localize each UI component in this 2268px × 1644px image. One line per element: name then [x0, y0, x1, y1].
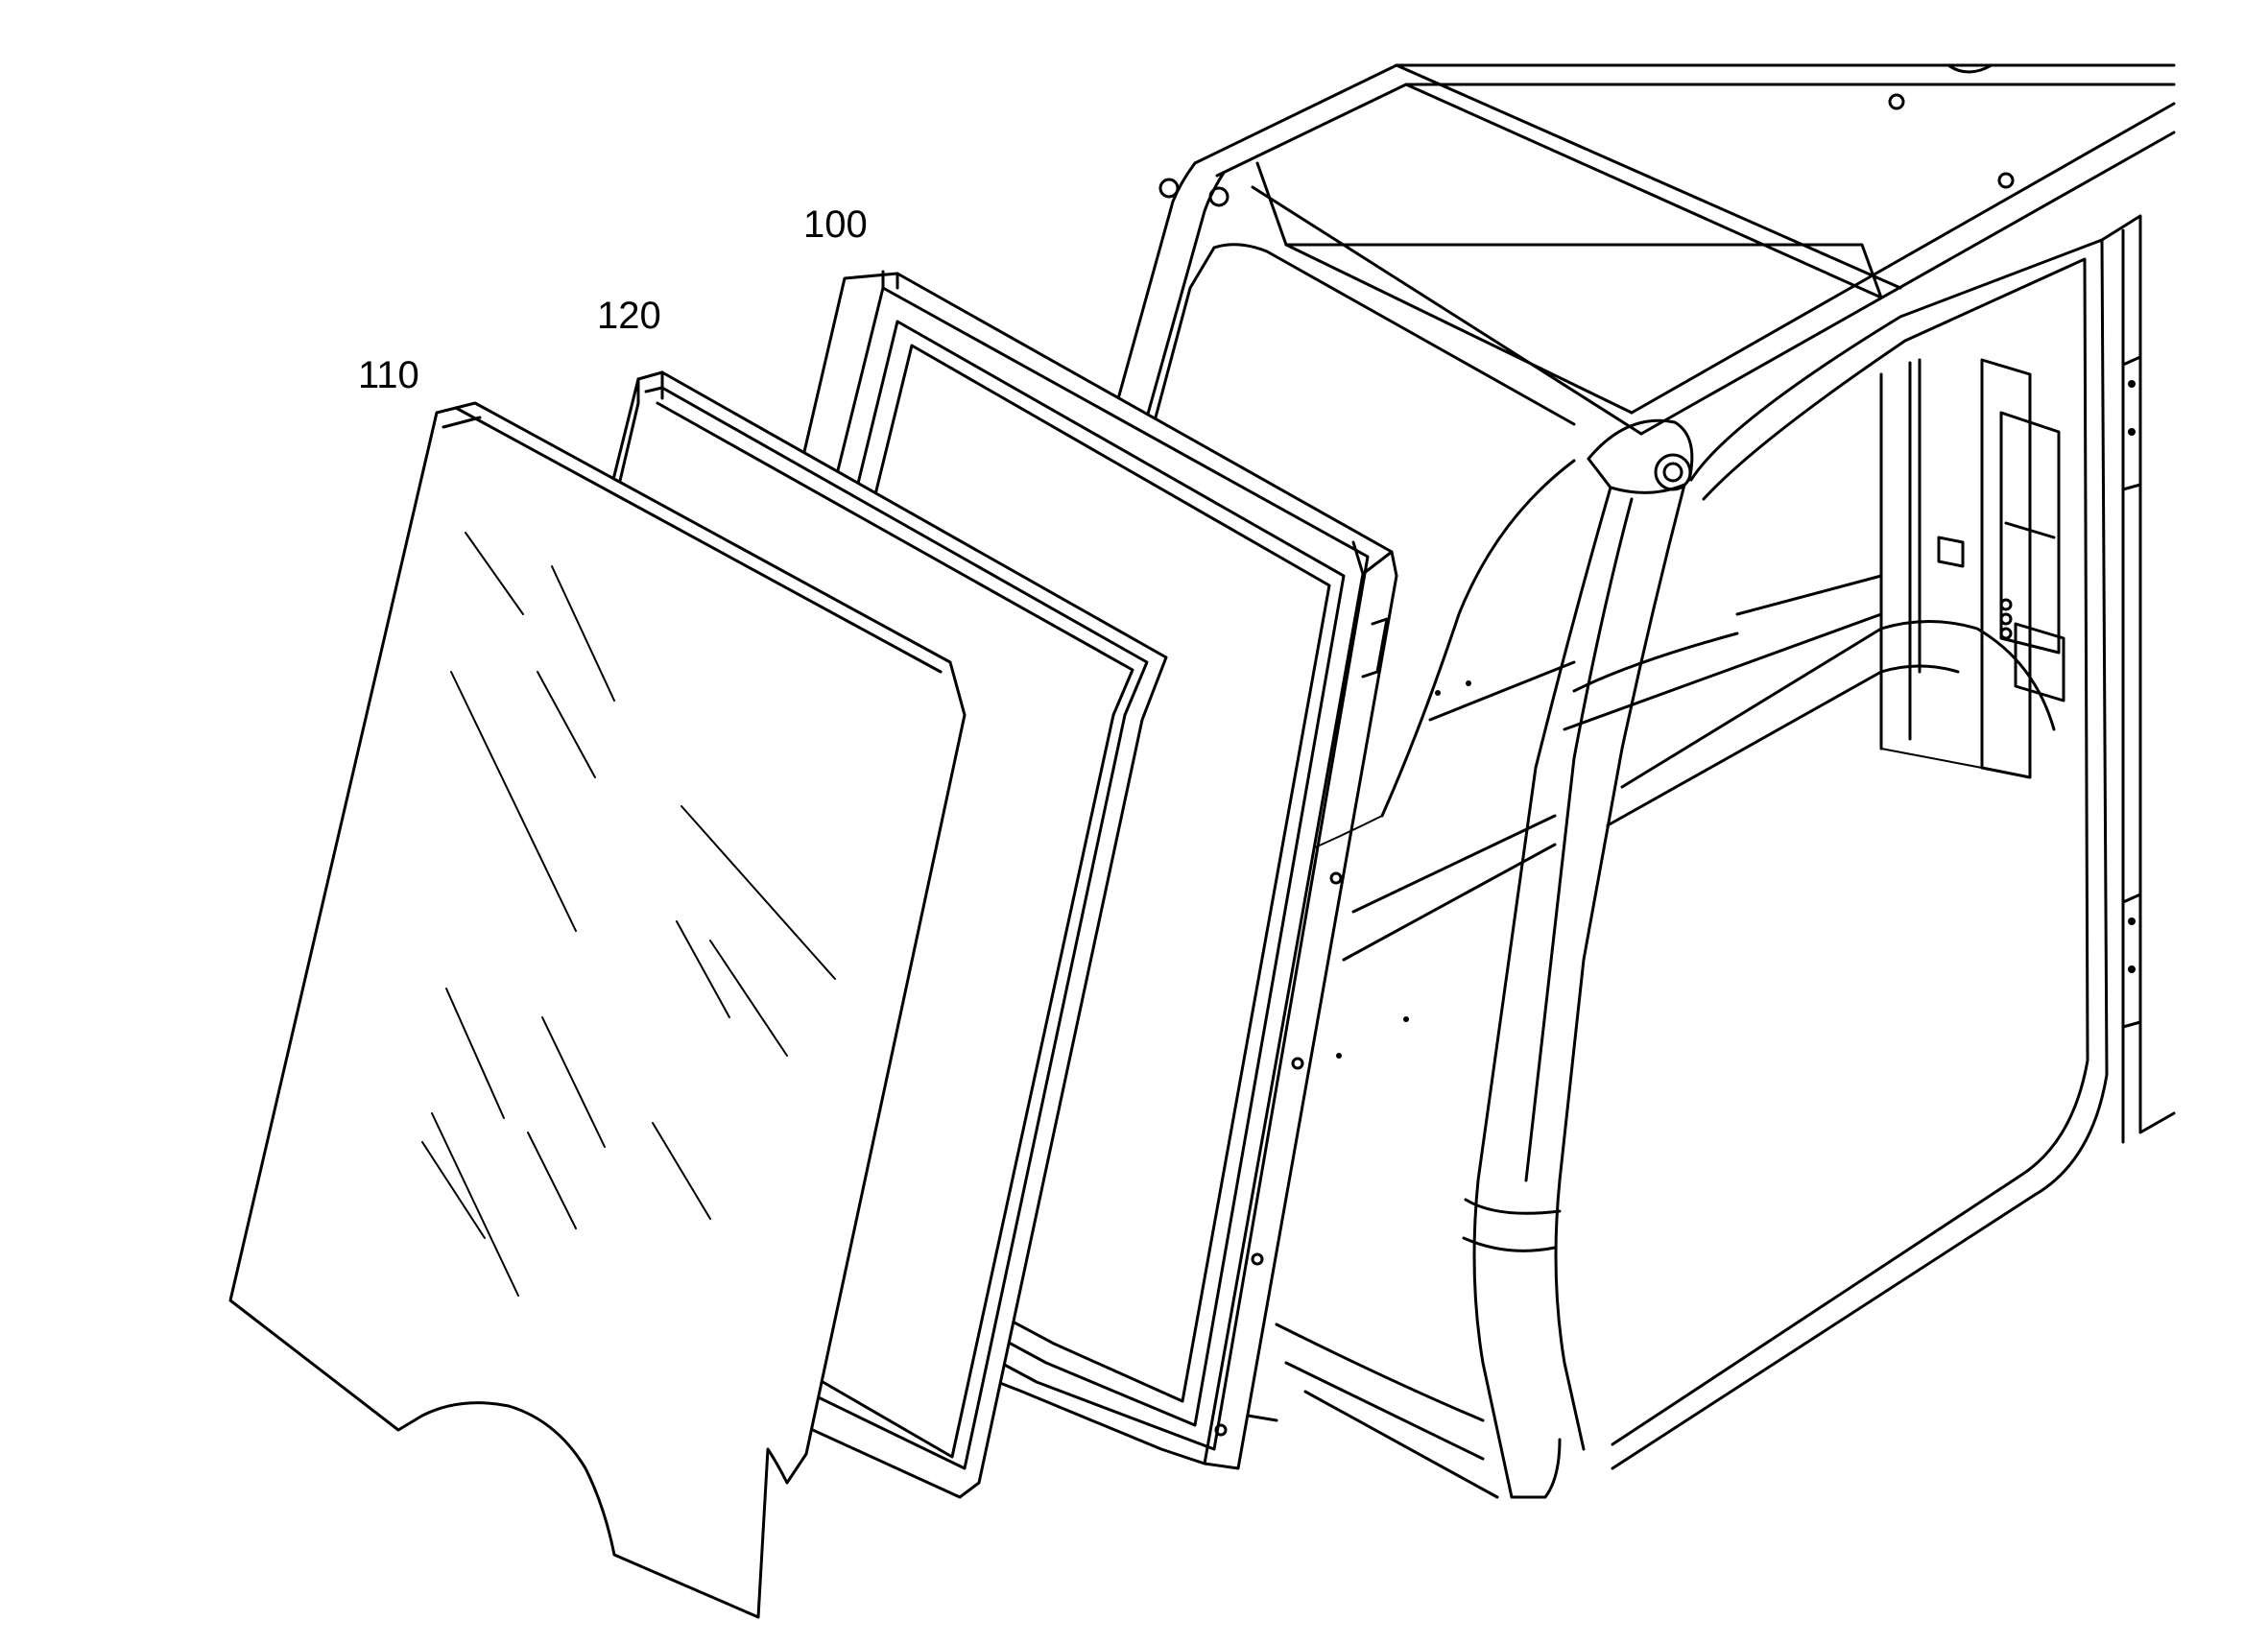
window-glass-110	[228, 401, 967, 1619]
cab-door-opening	[1606, 214, 2176, 1470]
glass-hatch-lines	[421, 532, 836, 1297]
cab-interior	[1563, 358, 2065, 779]
cab-main-pillar	[1462, 418, 1694, 1499]
label-110: 110	[358, 354, 419, 396]
reference-labels: 110 120 100	[358, 203, 868, 396]
label-120: 120	[597, 295, 661, 337]
label-100: 100	[803, 203, 868, 246]
cab-roof	[1193, 63, 2176, 436]
